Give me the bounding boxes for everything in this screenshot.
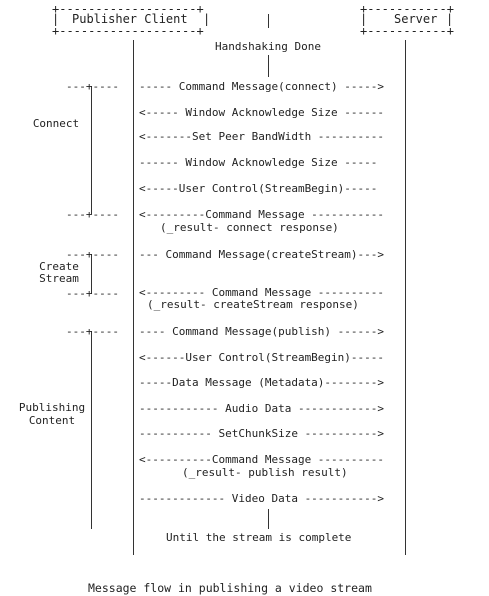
message-publish-result: <----------Command Message ---------- — [139, 453, 385, 466]
message-create-stream-result-detail: (_result- createStream response) — [147, 298, 359, 311]
client-box-right-edge: | — [203, 12, 211, 26]
message-connect: ----- Command Message(connect) -----> — [139, 80, 385, 93]
connect-bracket-line — [91, 86, 92, 214]
create-stream-phase-label-line1: Create — [39, 260, 79, 273]
server-box-top: +-----------+ — [360, 2, 454, 16]
stream-complete-label: Until the stream is complete — [166, 531, 352, 544]
server-box-bottom: +-----------+ — [360, 24, 454, 38]
end-center-line — [268, 509, 269, 529]
message-user-control-stream-begin-1: <-----User Control(StreamBegin)----- — [139, 182, 378, 195]
message-publish: ---- Command Message(publish) ------> — [139, 325, 385, 338]
client-lifeline — [133, 40, 134, 555]
message-connect-result: <---------Command Message ----------- — [139, 208, 385, 221]
message-video-data: ------------- Video Data -----------> — [139, 492, 385, 505]
message-create-stream-result: <--------- Command Message ---------- — [139, 286, 385, 299]
message-window-ack-size-2: ------ Window Acknowledge Size ----- — [139, 156, 378, 169]
handshake-label: Handshaking Done — [215, 40, 321, 53]
connect-phase-label: Connect — [32, 117, 80, 130]
message-create-stream: --- Command Message(createStream)---> — [139, 248, 385, 261]
create-stream-phase-label-line2: Stream — [39, 272, 79, 285]
client-participant-label: Publisher Client — [72, 12, 188, 26]
publishing-bracket-line — [91, 331, 92, 529]
server-box-left-edge: | — [360, 12, 368, 26]
client-box-left-edge: | — [52, 12, 60, 26]
message-set-peer-bandwidth: <-------Set Peer BandWidth ---------- — [139, 130, 385, 143]
create-stream-bracket-bottom-tick: ---+---- — [66, 287, 119, 300]
connect-bracket-top-tick: ---+---- — [66, 80, 119, 93]
message-user-control-stream-begin-2: <------User Control(StreamBegin)----- — [139, 351, 385, 364]
handshake-center-line-lower — [268, 55, 269, 77]
server-participant-label: Server — [394, 12, 438, 26]
create-stream-bracket-line — [91, 254, 92, 294]
message-metadata: -----Data Message (Metadata)--------> — [139, 376, 385, 389]
publishing-bracket-top-tick: ---+---- — [66, 325, 119, 338]
publishing-phase-label-line2: Content — [28, 414, 76, 427]
create-stream-bracket-top-tick: ---+---- — [66, 248, 119, 261]
message-audio-data: ------------ Audio Data ------------> — [139, 402, 385, 415]
client-box-top: +-------------------+ — [52, 2, 204, 16]
message-publish-result-detail: (_result- publish result) — [182, 466, 348, 479]
figure-caption: Message flow in publishing a video strea… — [88, 581, 372, 595]
message-set-chunk-size: ----------- SetChunkSize -----------> — [139, 427, 385, 440]
client-box-bottom: +-------------------+ — [52, 24, 204, 38]
server-lifeline — [405, 40, 406, 555]
message-connect-result-detail: (_result- connect response) — [160, 221, 339, 234]
handshake-center-line — [268, 14, 269, 28]
server-box-right-edge: | — [446, 12, 454, 26]
connect-bracket-bottom-tick: ---+---- — [66, 208, 119, 221]
message-window-ack-size-1: <----- Window Acknowledge Size ------ — [139, 106, 385, 119]
publishing-phase-label-line1: Publishing — [18, 401, 86, 414]
